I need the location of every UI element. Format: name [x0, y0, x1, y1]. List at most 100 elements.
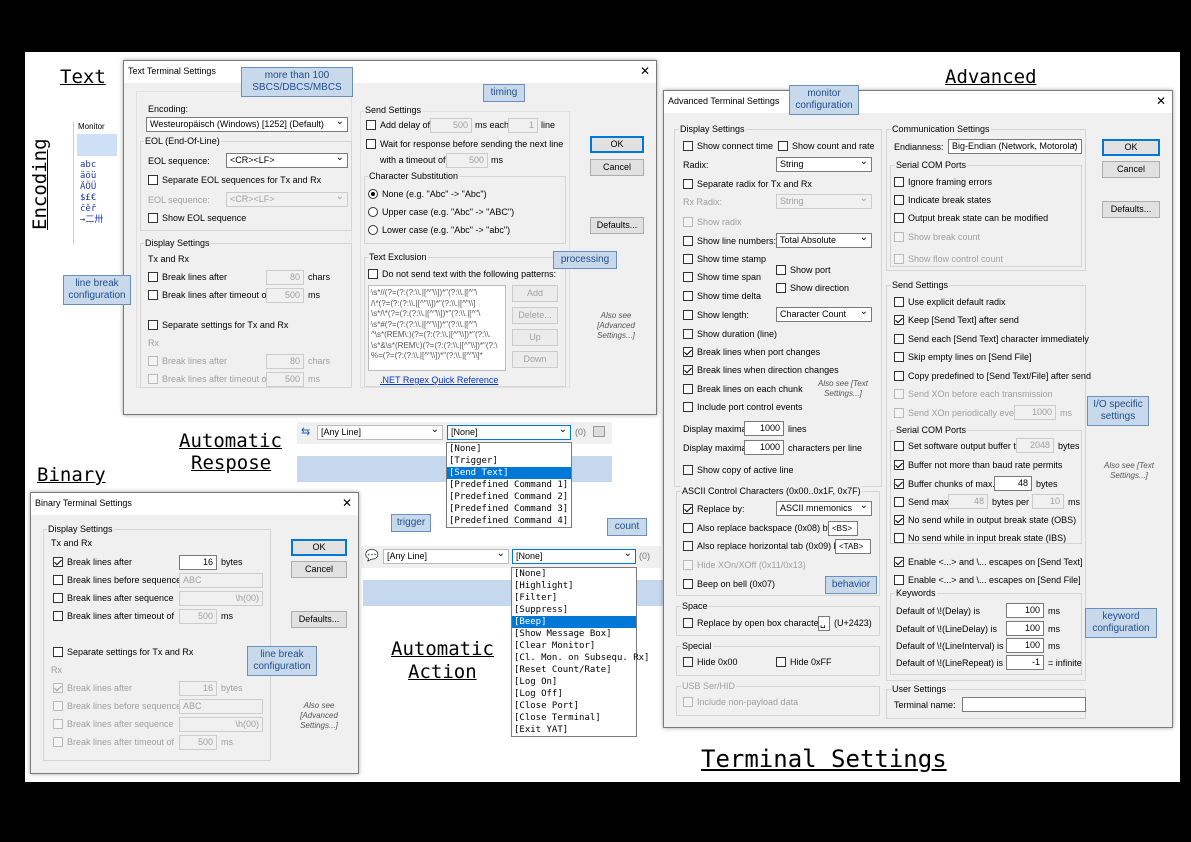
ignore-framing-checkbox[interactable]	[894, 177, 904, 187]
sub-none-radio[interactable]	[368, 189, 378, 199]
send-max-input[interactable]: 48	[948, 494, 988, 509]
show-time-stamp-checkbox[interactable]	[683, 254, 693, 264]
each-input[interactable]: 1	[508, 118, 538, 133]
add-button[interactable]: Add	[512, 285, 558, 302]
wait-response-checkbox[interactable]	[366, 139, 376, 149]
dropdown-option[interactable]: [Beep]	[512, 616, 636, 628]
show-eol-checkbox[interactable]	[148, 213, 158, 223]
sub-lower-radio[interactable]	[368, 225, 378, 235]
close-icon[interactable]: ✕	[341, 496, 352, 510]
down-button[interactable]: Down	[512, 351, 558, 368]
show-break-count-checkbox[interactable]	[894, 232, 904, 242]
up-button[interactable]: Up	[512, 329, 558, 346]
sub-upper-radio[interactable]	[368, 207, 378, 217]
replace-space-checkbox[interactable]	[683, 618, 693, 628]
xon-before-checkbox[interactable]	[894, 389, 904, 399]
length-dropdown[interactable]: Character Count	[776, 307, 872, 322]
close-icon[interactable]: ✕	[639, 64, 650, 78]
separate-settings-checkbox[interactable]	[148, 320, 158, 330]
no-send-obs-checkbox[interactable]	[894, 515, 904, 525]
dropdown-option[interactable]: [Predefined Command 1]	[449, 480, 569, 490]
include-nonpayload-checkbox[interactable]	[683, 697, 693, 707]
separate-eol-checkbox[interactable]	[148, 175, 158, 185]
rx-break-timeout-checkbox[interactable]	[53, 737, 63, 747]
replace-by-checkbox[interactable]	[683, 504, 693, 514]
hide-0xff-checkbox[interactable]	[776, 657, 786, 667]
enable-esc-text-checkbox[interactable]	[894, 557, 904, 567]
dropdown-option[interactable]: [None]	[449, 444, 482, 454]
encoding-dropdown[interactable]: Westeuropäisch (Windows) [1252] (Default…	[146, 117, 348, 132]
auto-action-dropdown[interactable]: [None]	[512, 549, 636, 564]
dropdown-option[interactable]: [Highlight]	[514, 581, 574, 591]
space-glyph-box[interactable]: ␣	[818, 616, 830, 631]
break-after-checkbox[interactable]	[53, 557, 63, 567]
skip-empty-checkbox[interactable]	[894, 352, 904, 362]
terminal-name-input[interactable]	[962, 697, 1086, 712]
kw-delay-input[interactable]: 100	[1006, 603, 1044, 618]
replace-tab-checkbox[interactable]	[683, 541, 693, 551]
replace-bs-checkbox[interactable]	[683, 523, 693, 533]
rx-break-after-checkbox[interactable]	[148, 356, 158, 366]
add-delay-checkbox[interactable]	[366, 120, 376, 130]
break-timeout-input[interactable]: 500	[266, 288, 304, 303]
kw-linedelay-input[interactable]: 100	[1006, 621, 1044, 636]
show-copy-checkbox[interactable]	[683, 465, 693, 475]
rx-break-seq-checkbox[interactable]	[53, 719, 63, 729]
ok-button[interactable]: OK	[291, 539, 347, 556]
ok-button[interactable]: OK	[1102, 139, 1160, 156]
break-port-checkbox[interactable]	[683, 347, 693, 357]
dropdown-option[interactable]: [Filter]	[514, 593, 558, 603]
explicit-radix-checkbox[interactable]	[894, 297, 904, 307]
max-chars-input[interactable]: 1000	[744, 440, 784, 455]
regex-link[interactable]: .NET Regex Quick Reference	[380, 375, 499, 385]
bs-input[interactable]: <BS>	[828, 521, 858, 536]
hide-xon-checkbox[interactable]	[683, 560, 693, 570]
tab-input[interactable]: <TAB>	[835, 539, 871, 554]
rx-radix-dropdown[interactable]: String	[776, 194, 872, 209]
show-direction-checkbox[interactable]	[776, 283, 786, 293]
show-length-checkbox[interactable]	[683, 310, 693, 320]
sw-buffer-checkbox[interactable]	[894, 441, 904, 451]
rx-timeout-input[interactable]: 500	[179, 735, 217, 750]
copy-predef-checkbox[interactable]	[894, 371, 904, 381]
show-port-checkbox[interactable]	[776, 265, 786, 275]
break-seq-checkbox[interactable]	[53, 593, 63, 603]
chunks-input[interactable]: 48	[994, 476, 1032, 491]
indicate-break-checkbox[interactable]	[894, 195, 904, 205]
defaults-button[interactable]: Defaults...	[291, 611, 347, 628]
per-input[interactable]: 10	[1032, 494, 1064, 509]
eol-seq2-dropdown[interactable]: <CR><LF>	[226, 192, 348, 207]
cancel-button[interactable]: Cancel	[590, 159, 644, 176]
rx-break-after-input[interactable]: 16	[179, 681, 217, 696]
rx-break-before-checkbox[interactable]	[53, 701, 63, 711]
xon-input[interactable]: 1000	[1014, 405, 1056, 420]
show-duration-checkbox[interactable]	[683, 329, 693, 339]
timeout-input[interactable]: 500	[179, 609, 217, 624]
kw-linerepeat-input[interactable]: -1	[1006, 655, 1044, 670]
dropdown-option[interactable]: [Log On]	[514, 677, 558, 687]
break-after-input[interactable]: 80	[266, 270, 304, 285]
eol-seq-dropdown[interactable]: <CR><LF>	[226, 153, 348, 168]
delay-input[interactable]: 500	[430, 118, 472, 133]
ok-button[interactable]: OK	[590, 136, 644, 153]
dropdown-option[interactable]: [Cl. Mon. on Subsequ. Rx]	[514, 653, 650, 663]
rx-break-after-checkbox[interactable]	[53, 683, 63, 693]
enable-esc-file-checkbox[interactable]	[894, 575, 904, 585]
auto-response-dropdown[interactable]: [None]	[447, 425, 571, 440]
dropdown-option[interactable]: [Send Text]	[447, 467, 571, 479]
show-count-rate-checkbox[interactable]	[778, 141, 788, 151]
include-port-events-checkbox[interactable]	[683, 402, 693, 412]
endianness-dropdown[interactable]: Big-Endian (Network, Motorola)	[948, 139, 1082, 154]
break-chunk-checkbox[interactable]	[683, 384, 693, 394]
dropdown-option[interactable]: [Suppress]	[514, 605, 569, 615]
rx-before-input[interactable]: ABC	[179, 699, 263, 714]
dropdown-option[interactable]: [None]	[514, 569, 547, 579]
show-time-span-checkbox[interactable]	[683, 272, 693, 282]
line-numbers-dropdown[interactable]: Total Absolute	[776, 233, 872, 248]
dropdown-option[interactable]: [Close Terminal]	[514, 713, 601, 723]
seq-input[interactable]: \h(00)	[179, 591, 263, 606]
no-send-ibs-checkbox[interactable]	[894, 533, 904, 543]
max-lines-input[interactable]: 1000	[744, 421, 784, 436]
cancel-button[interactable]: Cancel	[1102, 161, 1160, 178]
keep-send-text-checkbox[interactable]	[894, 315, 904, 325]
